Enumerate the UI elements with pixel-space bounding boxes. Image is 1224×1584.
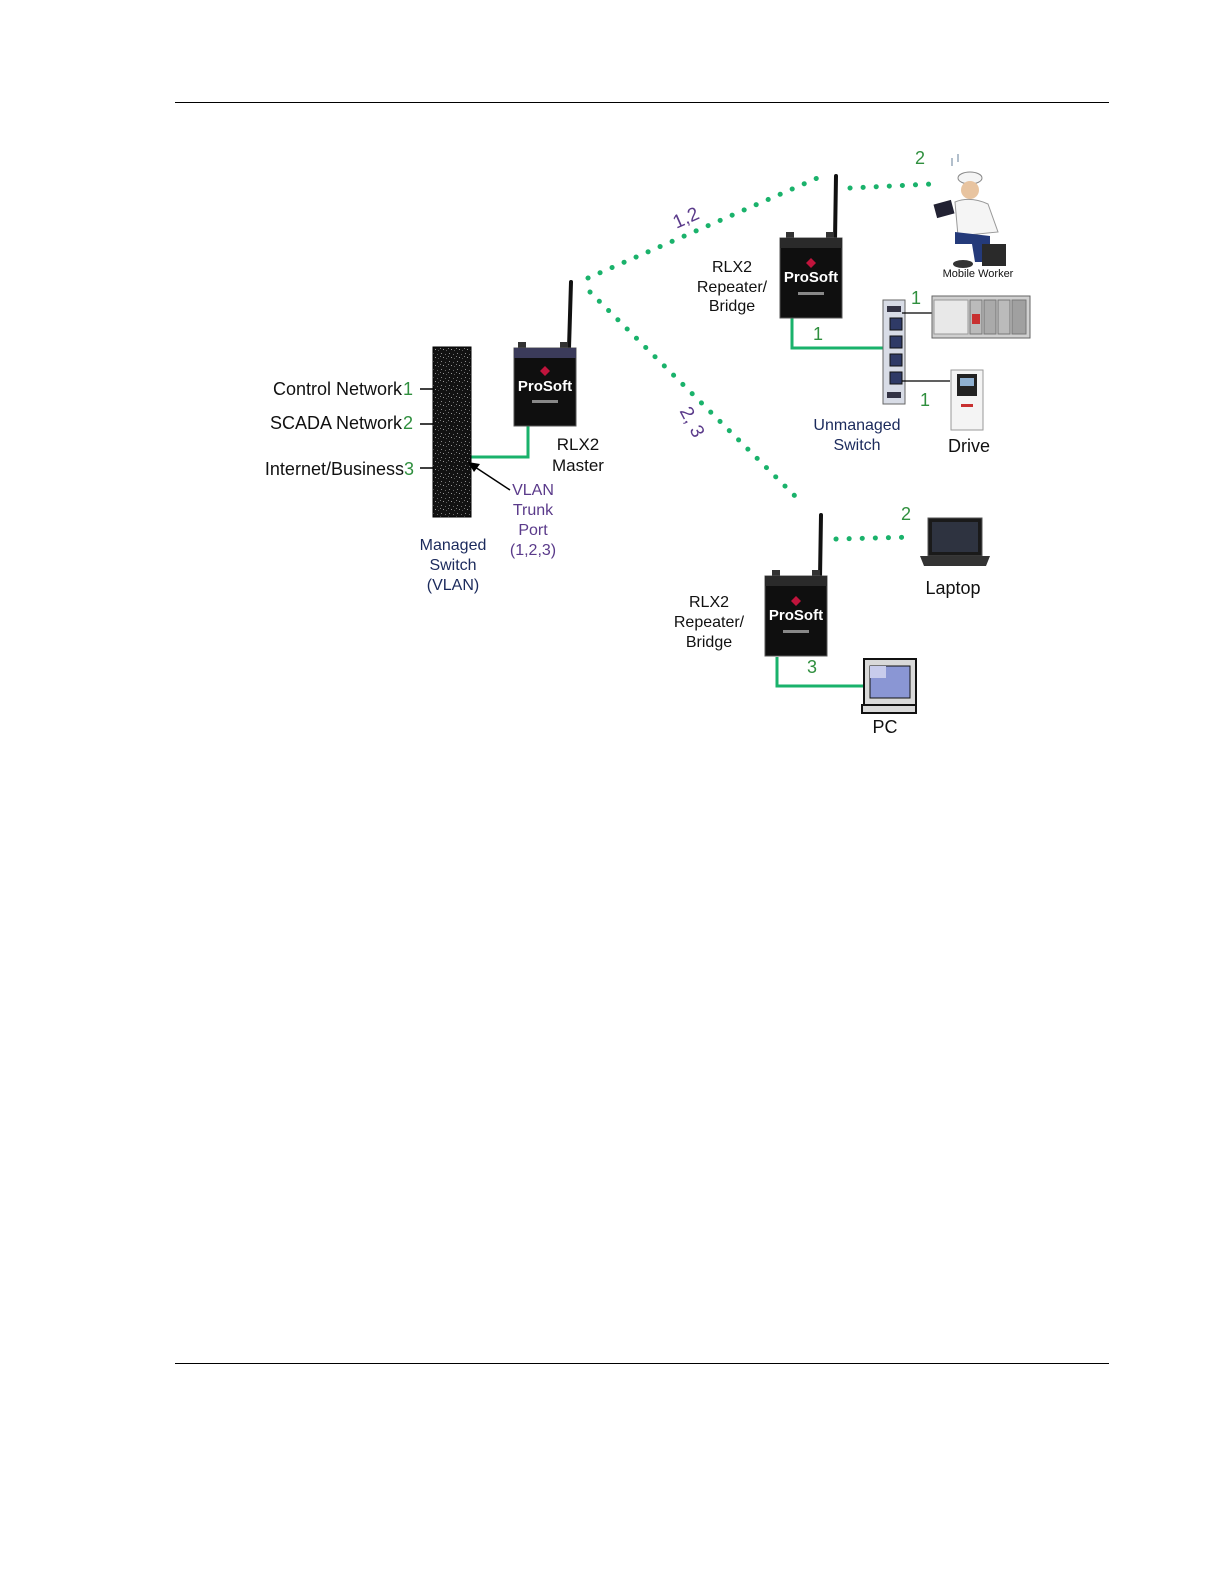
bottom-repeater-caption: RLX2 Repeater/ Bridge bbox=[674, 594, 745, 651]
link-top-repeater-to-worker bbox=[850, 184, 932, 188]
antenna-icon bbox=[835, 176, 836, 240]
top-repeater-wire-num: 1 bbox=[813, 324, 823, 344]
trunk-caption: VLAN Trunk Port (1,2,3) bbox=[510, 482, 556, 559]
managed-switch-line1: Managed bbox=[420, 537, 487, 554]
laptop-num: 2 bbox=[901, 504, 911, 524]
laptop-icon bbox=[920, 518, 990, 566]
mobile-worker-label: Mobile Worker bbox=[943, 268, 1014, 280]
mobile-worker: Mobile Worker 2 bbox=[915, 148, 1014, 280]
wire-top-repeater-to-unmanaged bbox=[792, 318, 886, 348]
control-network-num: 1 bbox=[403, 379, 413, 399]
master-line2: Master bbox=[552, 456, 604, 475]
plc-num: 1 bbox=[911, 288, 921, 308]
antenna-icon bbox=[820, 515, 821, 578]
rlx2-bottom-repeater-radio: ProSoft bbox=[765, 515, 827, 656]
master-line1: RLX2 bbox=[557, 435, 600, 454]
switch-port-labels: Control Network 1 SCADA Network 2 Intern… bbox=[265, 379, 414, 479]
managed-switch bbox=[420, 347, 471, 517]
wire-bottom-repeater-to-pc bbox=[777, 657, 864, 686]
antenna-icon bbox=[569, 282, 571, 348]
internet-business-label: Internet/Business bbox=[265, 459, 404, 479]
managed-switch-line2: Switch bbox=[429, 557, 476, 574]
managed-switch-line3: (VLAN) bbox=[427, 577, 479, 594]
managed-switch-body bbox=[433, 347, 471, 517]
worker-icon bbox=[933, 154, 1006, 268]
bottom-repeater-brand: ProSoft bbox=[769, 607, 823, 624]
bottom-repeater-line2: Repeater/ bbox=[674, 614, 745, 631]
top-repeater-line3: Bridge bbox=[709, 298, 755, 315]
link-bottom-repeater-to-laptop bbox=[836, 537, 914, 539]
pc-num: 3 bbox=[807, 657, 817, 677]
master-brand: ProSoft bbox=[518, 378, 572, 395]
mobile-worker-num: 2 bbox=[915, 148, 925, 168]
unmanaged-switch-caption: Unmanaged Switch bbox=[813, 417, 900, 454]
bottom-repeater-line1: RLX2 bbox=[689, 594, 729, 611]
rlx2-top-repeater-radio: ProSoft bbox=[780, 176, 842, 318]
trunk-line2: Trunk bbox=[513, 502, 554, 519]
drive-num: 1 bbox=[920, 390, 930, 410]
internet-business-num: 3 bbox=[404, 459, 414, 479]
laptop: 2 Laptop bbox=[901, 504, 990, 598]
rlx2-master-radio: ProSoft bbox=[514, 282, 576, 426]
unmanaged-line2: Switch bbox=[833, 437, 880, 454]
plc-icon bbox=[932, 296, 1030, 338]
wire-master-to-switch bbox=[466, 426, 528, 457]
trunk-arrow bbox=[468, 462, 510, 490]
master-caption: RLX2 Master bbox=[552, 435, 604, 475]
managed-switch-caption: Managed Switch (VLAN) bbox=[420, 537, 487, 594]
drive-label: Drive bbox=[948, 436, 990, 456]
wireless-links bbox=[588, 176, 932, 539]
unmanaged-line1: Unmanaged bbox=[813, 417, 900, 434]
top-repeater-brand: ProSoft bbox=[784, 269, 838, 286]
top-repeater-line1: RLX2 bbox=[712, 259, 752, 276]
laptop-label: Laptop bbox=[925, 578, 980, 598]
trunk-line3: Port bbox=[518, 522, 548, 539]
top-repeater-caption: RLX2 Repeater/ Bridge bbox=[697, 259, 768, 315]
trunk-line4: (1,2,3) bbox=[510, 542, 556, 559]
trunk-line1: VLAN bbox=[512, 482, 554, 499]
drive: 1 Drive bbox=[920, 370, 990, 456]
scada-network-num: 2 bbox=[403, 413, 413, 433]
drive-icon bbox=[951, 370, 983, 430]
top-repeater-line2: Repeater/ bbox=[697, 279, 768, 296]
pc-label: PC bbox=[872, 717, 897, 737]
link-master-to-bottom-repeater bbox=[590, 292, 803, 504]
lower-link-label: 2, 3 bbox=[675, 403, 708, 441]
pc: 3 PC bbox=[807, 657, 916, 737]
control-network-label: Control Network bbox=[273, 379, 403, 399]
pc-icon bbox=[862, 659, 916, 713]
bottom-repeater-line3: Bridge bbox=[686, 634, 732, 651]
scada-network-label: SCADA Network bbox=[270, 413, 403, 433]
